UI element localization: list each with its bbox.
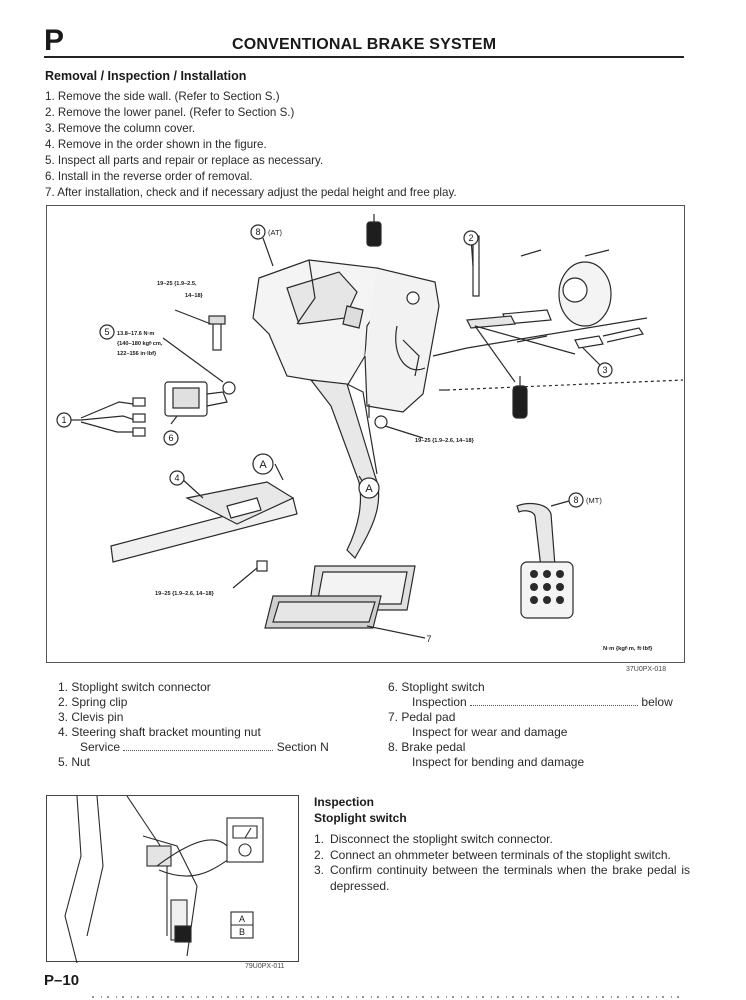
callout-3: 3	[602, 365, 607, 375]
legend-item: 3. Clevis pin	[58, 710, 124, 724]
legend-item: 2. Spring clip	[58, 695, 128, 709]
ohmmeter-illustration: A B	[64, 795, 264, 964]
callout-2: 2	[468, 233, 473, 243]
torque-spec-switch: 13.8–17.6 N·m	[117, 331, 154, 337]
removal-step: 6. Install in the reverse order of remov…	[45, 170, 253, 183]
callout-7: 7	[426, 634, 431, 644]
legend-subitem: Service Section N	[58, 740, 329, 755]
terminal-b-label: B	[239, 927, 245, 937]
callout-8-mt: 8	[573, 495, 578, 505]
torque-spec-switch-2: {140–180 kgf·cm,	[117, 341, 163, 347]
callout-1: 1	[61, 415, 66, 425]
torque-spec-switch-3: 122–156 in·lbf}	[117, 351, 157, 357]
page-title: CONVENTIONAL BRAKE SYSTEM	[232, 36, 497, 53]
small-figure-ref-code: 79U0PX-011	[245, 963, 285, 970]
exploded-view-figure: 8 2 5 1 6 4 3 8 A A 7 (AT) (MT) 19–25 {1…	[46, 205, 685, 663]
legend-item: 1. Stoplight switch connector	[58, 680, 211, 694]
legend-subitem: Inspect for bending and damage	[412, 755, 585, 769]
removal-step: 7. After installation, check and if nece…	[45, 186, 457, 199]
removal-step: 4. Remove in the order shown in the figu…	[45, 138, 267, 151]
torque-spec-nut: 19–25 {1.9–2.6, 14–18}	[415, 438, 475, 444]
legend-sub-ref: Section N	[276, 740, 329, 754]
figure-ref-code: 37U0PX-018	[626, 666, 667, 673]
legend-item: 7. Pedal pad	[388, 710, 456, 724]
step-number: 3.	[314, 863, 325, 877]
step-text: Disconnect the stoplight switch connecto…	[330, 832, 553, 846]
legend-sub-label: Inspection	[412, 695, 467, 709]
legend-item: 4. Steering shaft bracket mounting nut	[58, 725, 261, 739]
legend-sub-ref: below	[641, 695, 673, 709]
inspection-heading: Inspection	[314, 795, 375, 809]
removal-step: 5. Inspect all parts and repair or repla…	[45, 154, 324, 167]
inspection-step: 2. Connect an ohmmeter between terminals…	[314, 848, 690, 864]
dot-leader	[123, 742, 274, 751]
ohmmeter-figure: A B	[46, 795, 299, 964]
callout-a-left: A	[259, 459, 267, 471]
removal-step: 1. Remove the side wall. (Refer to Secti…	[45, 90, 280, 103]
legend-subitem: Inspection below	[388, 695, 673, 710]
torque-spec-bolt-2: 14–18}	[185, 293, 204, 299]
legend-subitem: Inspect for wear and damage	[412, 725, 568, 739]
dot-leader	[470, 697, 639, 706]
legend-item: 5. Nut	[58, 755, 91, 769]
removal-heading: Removal / Inspection / Installation	[45, 69, 247, 83]
units-note: N·m {kgf·m, ft·lbf}	[603, 646, 653, 652]
callout-6: 6	[168, 433, 173, 443]
legend-right: 6. Stoplight switch Inspection below 7. …	[388, 680, 673, 770]
removal-steps: 1. Remove the side wall. (Refer to Secti…	[45, 89, 457, 201]
inspection-step: 3. Confirm continuity between the termin…	[314, 863, 690, 894]
step-text: Connect an ohmmeter between terminals of…	[330, 847, 671, 862]
legend-left: 1. Stoplight switch connector 2. Spring …	[58, 680, 329, 770]
step-text: Confirm continuity between the terminals…	[330, 863, 690, 893]
inspection-subheading: Stoplight switch	[314, 811, 407, 825]
callout-4: 4	[174, 473, 179, 483]
brake-pedal-illustration: 8 2 5 1 6 4 3 8 A A 7 (AT) (MT) 19–25 {1…	[56, 214, 684, 652]
callout-a-right: A	[365, 483, 373, 495]
step-number: 1.	[314, 832, 325, 846]
callout-mt-label: (MT)	[586, 496, 602, 505]
torque-spec-shaft-nut: 19–25 {1.9–2.6, 14–18}	[155, 591, 215, 597]
header-rule	[44, 56, 684, 58]
section-letter: P	[44, 24, 65, 57]
scan-artifact-line	[92, 996, 682, 998]
callout-5: 5	[104, 327, 109, 337]
inspection-steps: 1. Disconnect the stoplight switch conne…	[314, 832, 690, 894]
removal-step: 2. Remove the lower panel. (Refer to Sec…	[45, 106, 295, 119]
legend-item: 6. Stoplight switch	[388, 680, 485, 694]
legend-item: 8. Brake pedal	[388, 740, 466, 754]
torque-spec-bolt: 19–25 {1.9–2.5,	[157, 281, 197, 287]
callout-at-label: (AT)	[268, 228, 283, 237]
removal-step: 3. Remove the column cover.	[45, 122, 196, 135]
legend-sub-label: Service	[80, 740, 121, 754]
page-number: P–10	[44, 972, 80, 989]
callout-8-at: 8	[255, 227, 260, 237]
inspection-step: 1. Disconnect the stoplight switch conne…	[314, 832, 690, 848]
terminal-a-label: A	[239, 914, 245, 924]
step-number: 2.	[314, 847, 325, 862]
